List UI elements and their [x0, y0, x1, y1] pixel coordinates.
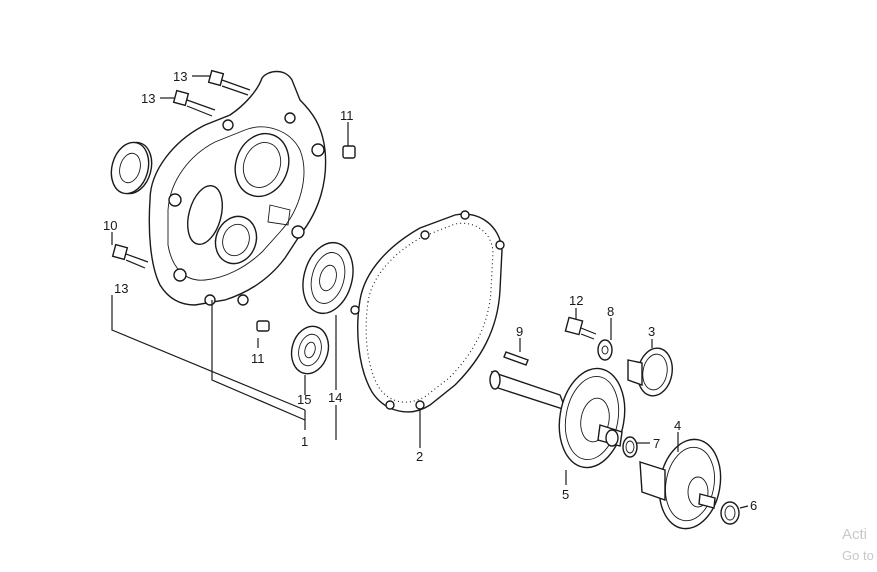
callout-5: 5 [562, 487, 569, 502]
callout-13-lower: 13 [114, 281, 128, 296]
bolt-top [207, 69, 251, 96]
callout-10: 10 [103, 218, 117, 233]
circlip-7 [622, 436, 638, 458]
watermark-line-1: Acti [842, 526, 867, 543]
leader-lines [111, 75, 749, 509]
callout-3: 3 [648, 324, 655, 339]
callout-13-top: 13 [173, 69, 187, 84]
output-shaft-gear [489, 367, 626, 469]
callout-6: 6 [750, 498, 757, 513]
intermediate-gear [639, 438, 722, 530]
callout-8: 8 [607, 304, 614, 319]
watermark-line-2: Go to [842, 548, 874, 563]
callout-2: 2 [416, 449, 423, 464]
callout-11-upper: 11 [340, 108, 354, 123]
bearing-large [302, 241, 354, 315]
callout-4: 4 [674, 418, 681, 433]
key [503, 351, 529, 366]
oil-seal [110, 141, 153, 195]
callout-labels: 13 13 11 10 13 11 15 14 1 2 9 12 8 3 5 7… [103, 69, 757, 513]
callout-9: 9 [516, 324, 523, 339]
activation-watermark: Acti Go to [842, 526, 874, 563]
gear-case-cover [148, 70, 327, 306]
dowel-pin-upper [342, 145, 356, 159]
gasket [350, 210, 505, 413]
callout-13-middle: 13 [141, 91, 155, 106]
small-gear [627, 347, 673, 397]
callout-15: 15 [297, 392, 311, 407]
circlip-6 [720, 501, 740, 525]
callout-14: 14 [328, 390, 342, 405]
callout-12: 12 [569, 293, 583, 308]
callout-11-lower: 11 [251, 351, 265, 366]
bolt-lower [111, 243, 149, 269]
callout-7: 7 [653, 436, 660, 451]
bolt-middle [172, 89, 216, 117]
bearing-small [290, 325, 330, 375]
callout-1: 1 [301, 434, 308, 449]
dowel-pin-lower [256, 320, 270, 332]
bolt-gear [564, 316, 597, 340]
washer [597, 339, 613, 361]
